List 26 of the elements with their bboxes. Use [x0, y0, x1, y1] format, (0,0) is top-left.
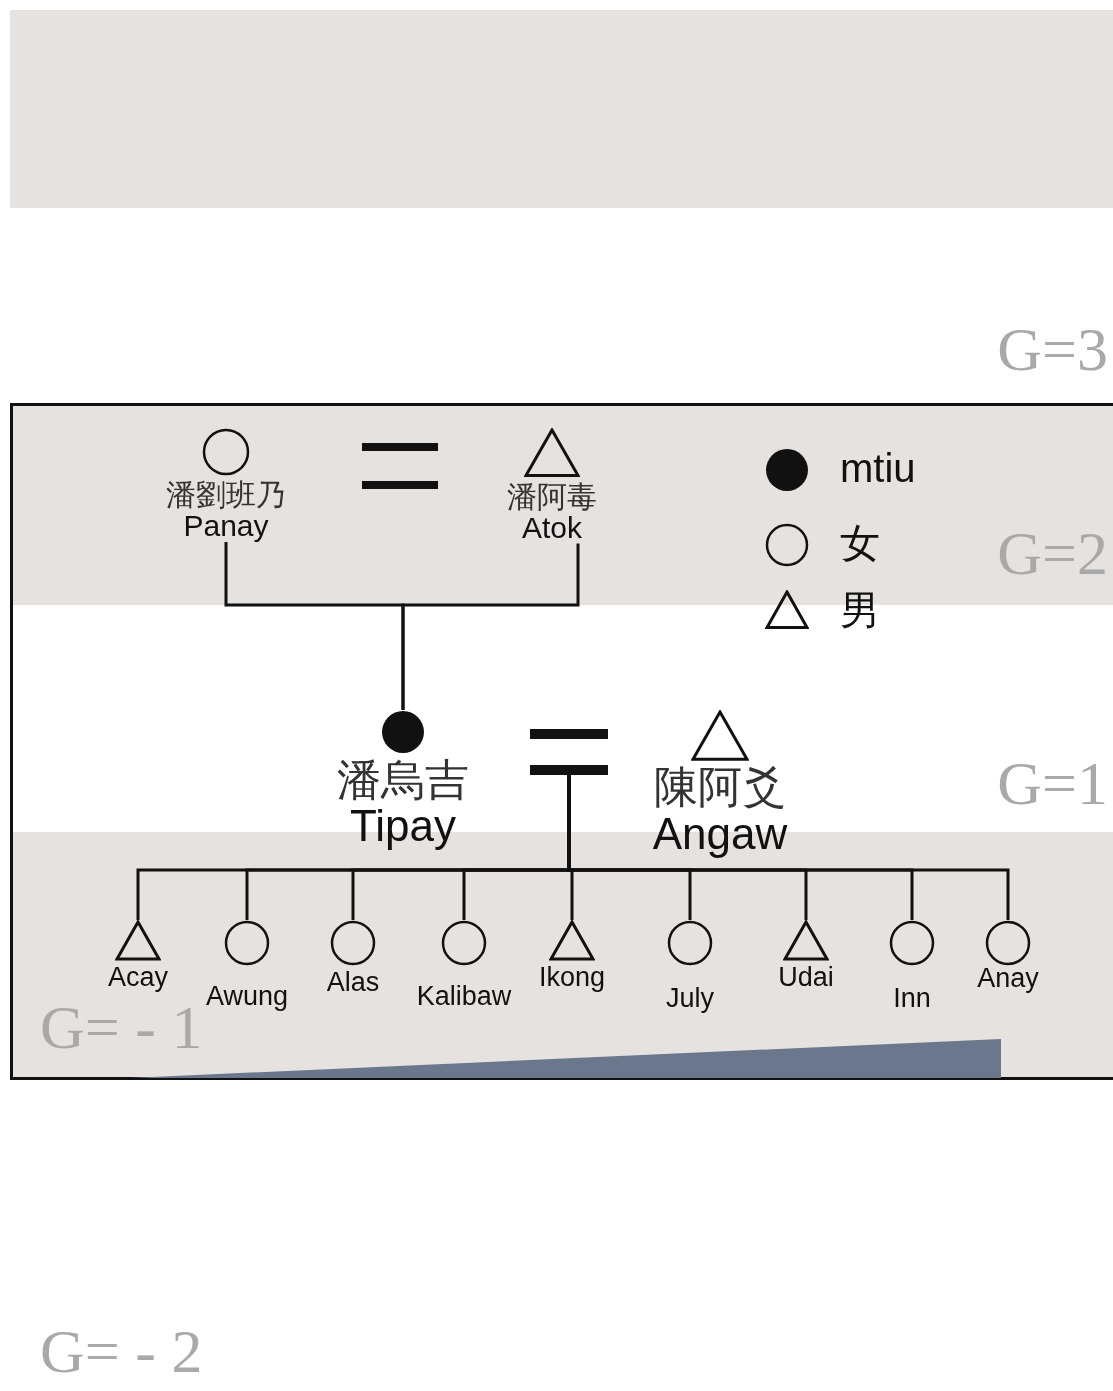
person-name: Anay: [977, 964, 1039, 994]
generation-label: G= - 2: [40, 1320, 203, 1382]
person-name: Panay: [183, 509, 269, 542]
generation-label: G=1: [997, 752, 1108, 814]
generation-label: G=3: [997, 318, 1108, 380]
kinship-line: [401, 543, 580, 710]
person-name: Udai: [778, 963, 834, 993]
generation-label: G= - 1: [40, 996, 203, 1058]
legend-label: 女: [840, 523, 880, 563]
person-name: Acay: [108, 963, 168, 993]
person-name: Angaw: [652, 809, 788, 859]
generation-label: G=2: [997, 522, 1108, 584]
person-name: Awung: [205, 982, 289, 1012]
person-name: Tipay: [350, 802, 456, 851]
person-name: Alas: [326, 968, 380, 998]
person-name: 潘劉班乃: [166, 478, 286, 511]
person-name: July: [666, 984, 714, 1014]
legend-label: 男: [840, 590, 880, 630]
person-name: Atok: [522, 510, 582, 544]
person-name: 潘烏吉: [337, 756, 469, 805]
person-name: Ikong: [538, 963, 606, 993]
person-name: 潘阿毒: [507, 479, 597, 513]
person-name: 陳阿爻: [654, 763, 786, 812]
legend-label: mtiu: [840, 448, 916, 488]
person-name: Inn: [893, 984, 931, 1014]
person-name: Kalibaw: [416, 982, 512, 1012]
